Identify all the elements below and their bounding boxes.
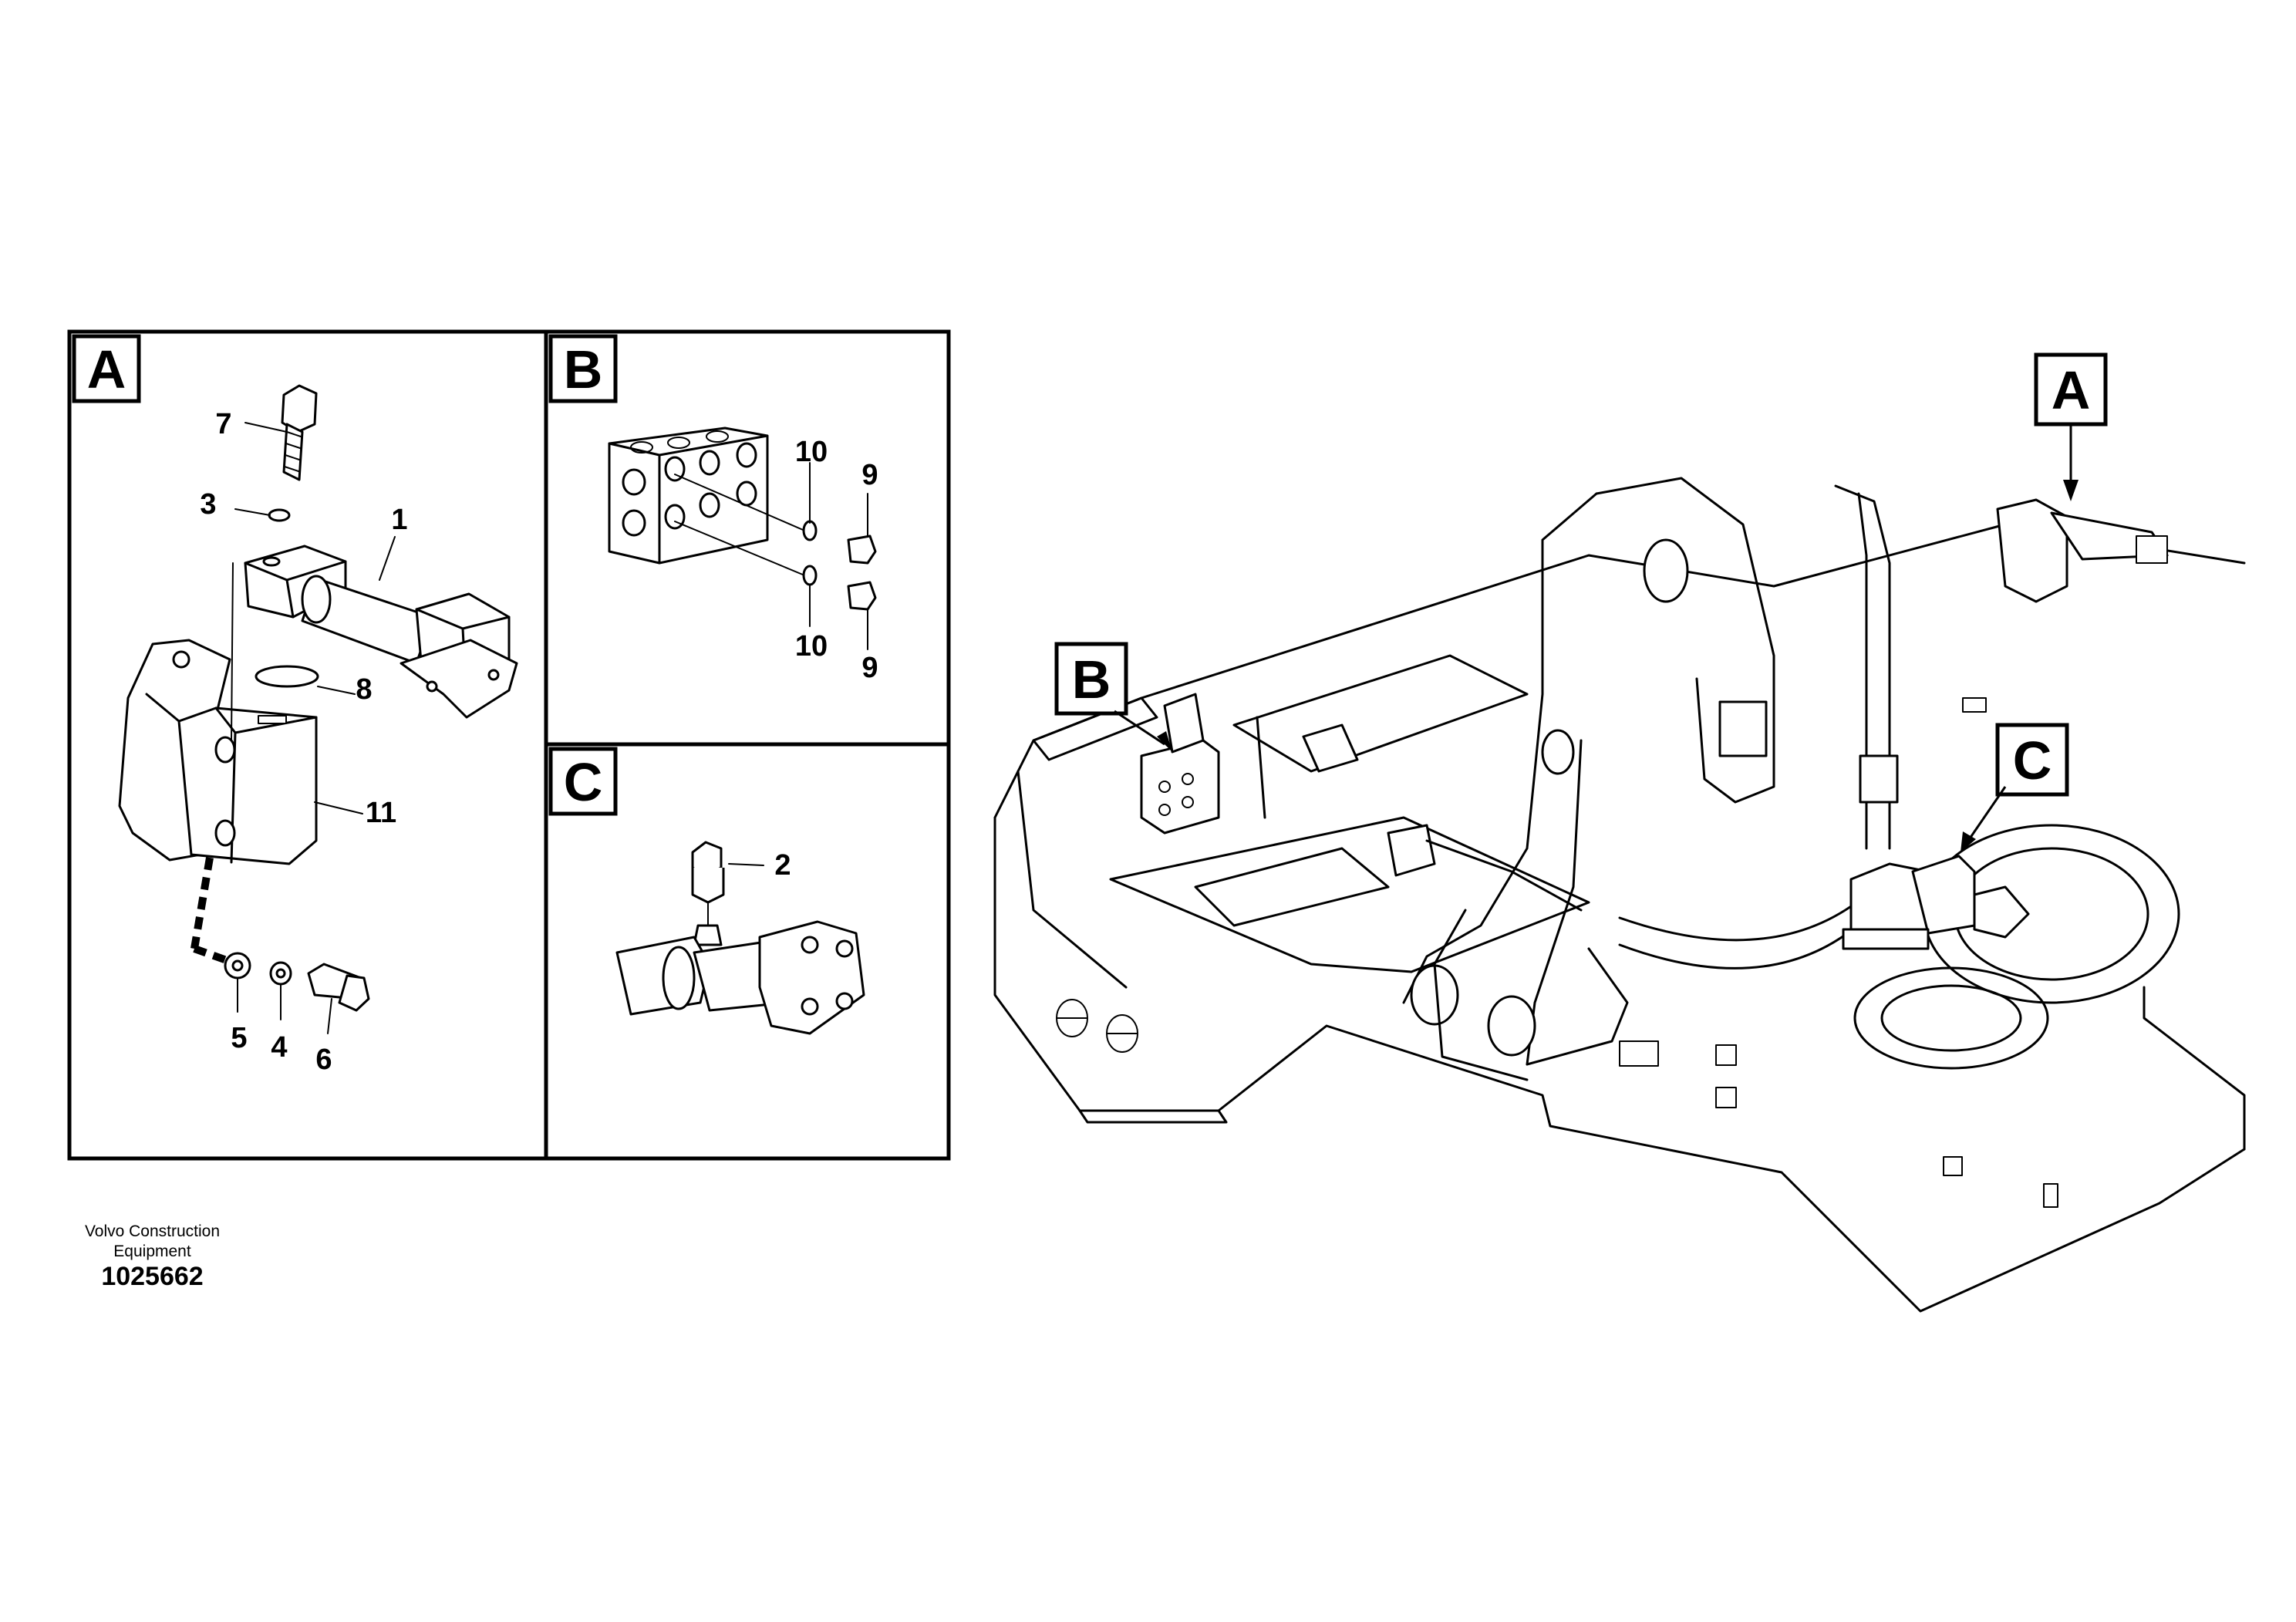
svg-text:10: 10 (795, 436, 828, 468)
detail-a-callouts: 7 3 1 8 11 5 4 6 (200, 408, 407, 1076)
svg-text:8: 8 (356, 673, 372, 706)
svg-text:6: 6 (315, 1044, 332, 1076)
svg-text:3: 3 (200, 488, 216, 521)
overview-label-b: B (1054, 642, 1172, 752)
detail-c-label: C (548, 747, 618, 816)
svg-text:A: A (87, 339, 126, 400)
overview-label-c: C (1961, 723, 2069, 852)
overview-label-a: A (2034, 352, 2108, 501)
detail-c-callouts: 2 (774, 849, 791, 882)
svg-text:9: 9 (861, 459, 878, 491)
svg-text:A: A (2052, 360, 2091, 420)
svg-text:10: 10 (795, 630, 828, 663)
svg-text:C: C (2013, 730, 2052, 791)
svg-text:4: 4 (271, 1031, 287, 1064)
detail-c-drawing (615, 841, 865, 1035)
company-line-2: Equipment (113, 1243, 191, 1260)
detail-b-label: B (548, 334, 618, 403)
drawing-number: 1025662 (101, 1262, 204, 1291)
svg-text:11: 11 (366, 797, 396, 829)
detail-b-callouts: 10 9 10 9 (795, 436, 878, 684)
detail-b-drawing (608, 427, 877, 650)
svg-text:7: 7 (215, 408, 231, 440)
detail-a-label: A (72, 334, 141, 403)
svg-text:9: 9 (861, 652, 878, 684)
svg-text:5: 5 (231, 1022, 247, 1054)
svg-text:1: 1 (391, 504, 407, 536)
svg-text:B: B (1072, 649, 1111, 710)
company-name: Volvo Construction Equipment (62, 1222, 243, 1262)
svg-text:B: B (564, 339, 603, 400)
detail-a-drawing (118, 384, 518, 1034)
detail-frames (67, 329, 951, 1161)
svg-text:2: 2 (774, 849, 791, 882)
overview-frame-drawing (993, 477, 2246, 1313)
svg-text:C: C (564, 752, 603, 812)
company-line-1: Volvo Construction (84, 1222, 221, 1240)
